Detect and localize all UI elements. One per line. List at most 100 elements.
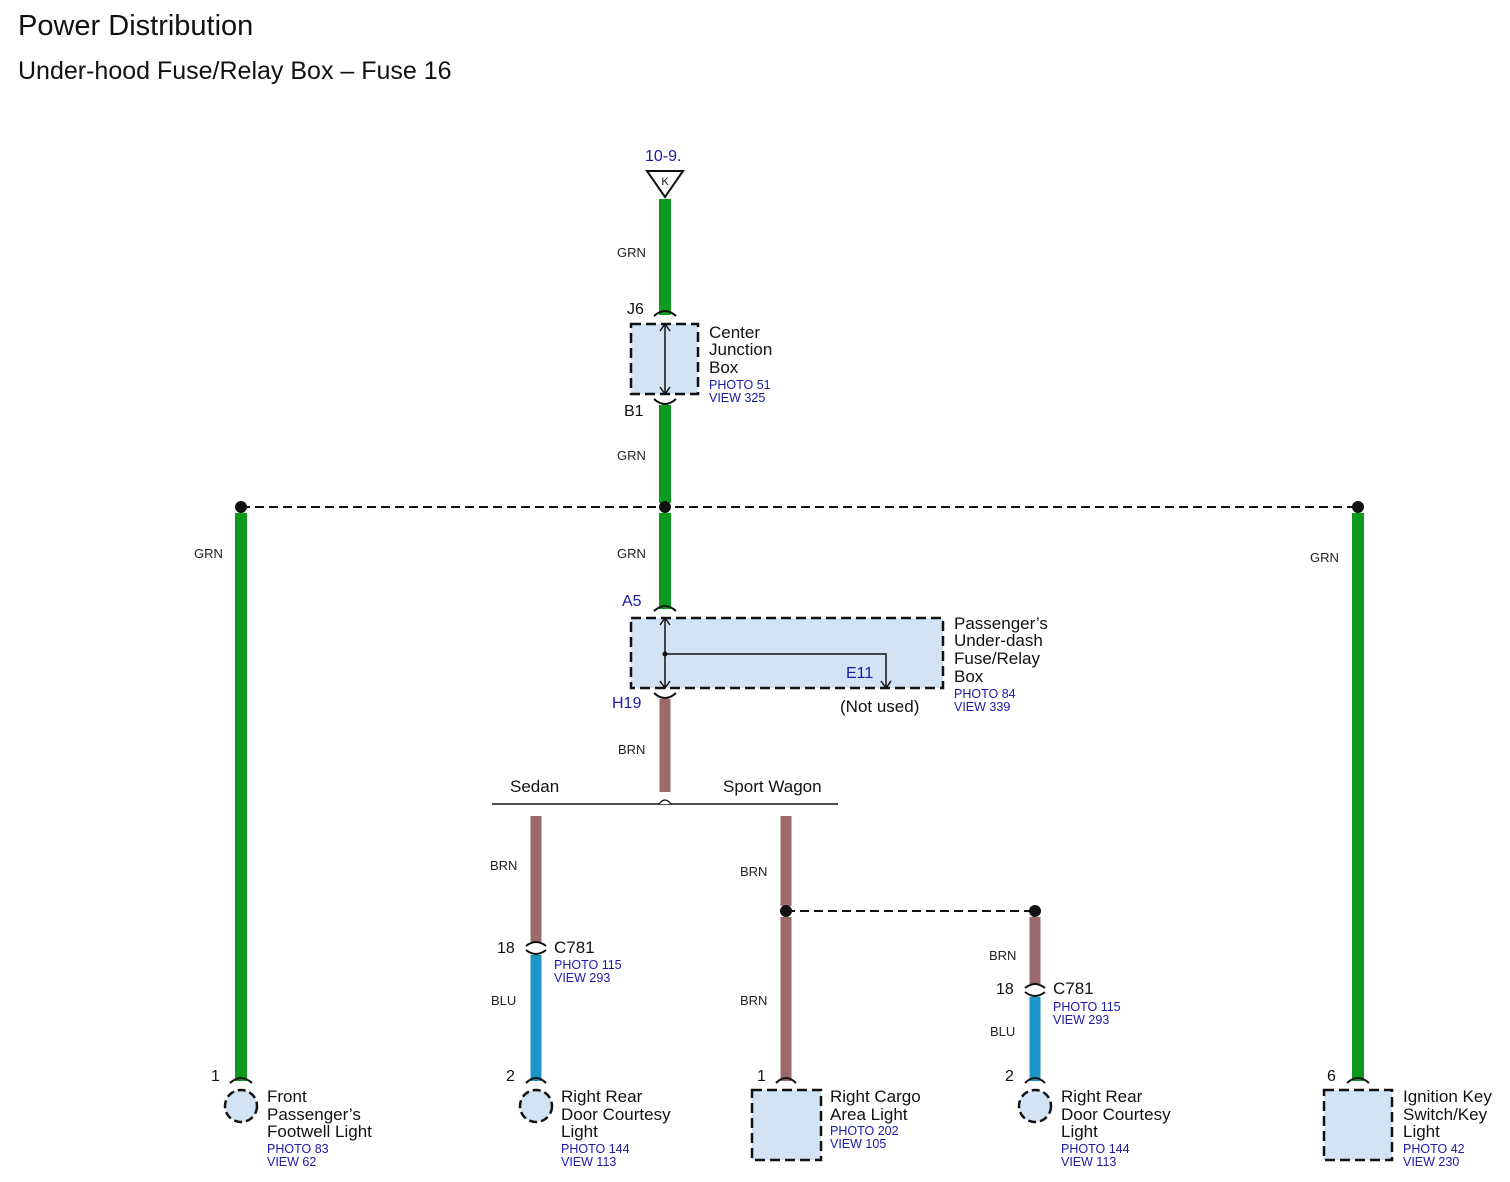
pudb-view[interactable]: VIEW 339 <box>954 700 1010 714</box>
page-title: Power Distribution <box>18 10 254 42</box>
pin-footwell: 1 <box>211 1068 220 1085</box>
sedan-courtesy-name-line-3: Light <box>561 1122 598 1141</box>
pin-cargo: 1 <box>757 1068 766 1085</box>
c781-sedan-view[interactable]: VIEW 293 <box>554 971 610 985</box>
connector-cup-j6 <box>653 310 677 317</box>
pin-j6: J6 <box>627 301 644 318</box>
connector-cup-b1 <box>653 398 677 405</box>
connector-cup-c781-sedan-bottom <box>525 949 547 955</box>
splice-point-right <box>1352 501 1364 513</box>
wire-label-grn-1: GRN <box>617 245 646 260</box>
wire-label-grn-3: GRN <box>617 546 646 561</box>
pudb-name-line-1: Passenger’s <box>954 614 1048 633</box>
c781-wagon-name: C781 <box>1053 979 1094 998</box>
cjb-name-line-3: Box <box>709 358 739 377</box>
sedan-courtesy-light-bulb-icon[interactable] <box>518 1088 554 1124</box>
cjb-name-line-2: Junction <box>709 340 772 359</box>
wire-label-brn-wagon-cargo: BRN <box>740 993 767 1008</box>
c781-sedan-photo[interactable]: PHOTO 115 <box>554 958 622 972</box>
pudb-name-line-4: Box <box>954 667 984 686</box>
cjb-arrow-up <box>659 322 671 332</box>
sedan-courtesy-name-line-2: Door Courtesy <box>561 1105 671 1124</box>
wire-label-blu-wagon: BLU <box>990 1024 1015 1039</box>
connector-cup-wagon-courtesy <box>1024 1077 1046 1084</box>
passenger-underdash-fuse-relay-box[interactable] <box>629 616 945 690</box>
pudb-arrow-up <box>659 616 671 626</box>
sedan-courtesy-view[interactable]: VIEW 113 <box>561 1155 616 1169</box>
ignition-key-light-box[interactable] <box>1322 1088 1394 1162</box>
wire-label-brn-sedan: BRN <box>490 858 517 873</box>
cargo-view[interactable]: VIEW 105 <box>830 1137 886 1151</box>
c781-sedan-name: C781 <box>554 938 595 957</box>
wire-label-brn-wagon-upper: BRN <box>740 864 767 879</box>
wagon-courtesy-name-line-3: Light <box>1061 1122 1098 1141</box>
ignition-name-line-3: Light <box>1403 1122 1440 1141</box>
pin-ignition: 6 <box>1327 1068 1336 1085</box>
variant-split-mark <box>658 799 672 805</box>
cargo-area-light-box[interactable] <box>750 1088 823 1162</box>
pudb-name-line-3: Fuse/Relay <box>954 649 1040 668</box>
cjb-name-line-1: Center <box>709 323 760 342</box>
splice-point-left <box>235 501 247 513</box>
pudb-internal-branch <box>665 653 887 688</box>
connector-cup-c781-sedan-top <box>525 941 547 947</box>
wire-label-blu-sedan: BLU <box>491 993 516 1008</box>
wire-label-brn-trunk: BRN <box>618 742 645 757</box>
cargo-name-line-1: Right Cargo <box>830 1087 921 1106</box>
ignition-photo[interactable]: PHOTO 42 <box>1403 1142 1465 1156</box>
wagon-courtesy-photo[interactable]: PHOTO 144 <box>1061 1142 1130 1156</box>
pin-c781-wagon: 18 <box>996 981 1014 998</box>
connector-cup-a5 <box>653 605 677 612</box>
connector-cup-h19 <box>653 692 677 699</box>
wire-label-grn-footwell: GRN <box>194 546 223 561</box>
footwell-name-line-1: Front <box>267 1087 307 1106</box>
wagon-courtesy-view[interactable]: VIEW 113 <box>1061 1155 1116 1169</box>
cjb-photo[interactable]: PHOTO 51 <box>709 378 771 392</box>
c781-wagon-view[interactable]: VIEW 293 <box>1053 1013 1109 1027</box>
pin-c781-sedan: 18 <box>497 940 515 957</box>
pudb-not-used-note: (Not used) <box>840 697 919 716</box>
variant-sedan-label: Sedan <box>510 777 559 796</box>
cjb-arrow-down <box>659 386 671 396</box>
footwell-name-line-3: Footwell Light <box>267 1122 372 1141</box>
source-terminal-letter: K <box>661 176 669 188</box>
cargo-photo[interactable]: PHOTO 202 <box>830 1124 899 1138</box>
connector-cup-cargo <box>775 1077 797 1084</box>
sedan-courtesy-photo[interactable]: PHOTO 144 <box>561 1142 630 1156</box>
footwell-name-line-2: Passenger’s <box>267 1105 361 1124</box>
page-subtitle: Under-hood Fuse/Relay Box – Fuse 16 <box>18 57 452 85</box>
connector-cup-c781-wagon-top <box>1024 983 1046 989</box>
footwell-view[interactable]: VIEW 62 <box>267 1155 316 1169</box>
c781-wagon-photo[interactable]: PHOTO 115 <box>1053 1000 1121 1014</box>
cjb-view[interactable]: VIEW 325 <box>709 391 765 405</box>
cargo-name-line-2: Area Light <box>830 1105 908 1124</box>
connector-cup-c781-wagon-bottom <box>1024 991 1046 997</box>
wagon-courtesy-name-line-1: Right Rear <box>1061 1087 1143 1106</box>
ignition-name-line-1: Ignition Key <box>1403 1087 1492 1106</box>
wagon-splice-point-right <box>1029 905 1041 917</box>
footwell-light-bulb-icon[interactable] <box>223 1088 259 1124</box>
source-terminal-triangle <box>645 170 685 199</box>
pin-wagon-courtesy: 2 <box>1005 1068 1014 1085</box>
pudb-branch-arrow <box>880 680 892 690</box>
pin-h19: H19 <box>612 695 641 712</box>
footwell-photo[interactable]: PHOTO 83 <box>267 1142 329 1156</box>
pudb-photo[interactable]: PHOTO 84 <box>954 687 1016 701</box>
pudb-name-line-2: Under-dash <box>954 631 1043 650</box>
variant-wagon-label: Sport Wagon <box>723 777 822 796</box>
connector-cup-ignition <box>1346 1077 1370 1084</box>
wagon-splice-point <box>780 905 792 917</box>
pin-e11: E11 <box>846 665 873 682</box>
ignition-name-line-2: Switch/Key <box>1403 1105 1488 1124</box>
sedan-courtesy-name-line-1: Right Rear <box>561 1087 643 1106</box>
connector-cup-sedan-courtesy <box>525 1077 547 1084</box>
wagon-courtesy-light-bulb-icon[interactable] <box>1017 1088 1053 1124</box>
wire-label-brn-wagon-courtesy: BRN <box>989 948 1016 963</box>
pin-a5: A5 <box>622 593 642 610</box>
source-ref[interactable]: 10-9. <box>645 148 681 165</box>
pin-b1: B1 <box>624 403 644 420</box>
splice-point-center <box>659 501 671 513</box>
ignition-view[interactable]: VIEW 230 <box>1403 1155 1459 1169</box>
pin-sedan-courtesy: 2 <box>506 1068 515 1085</box>
